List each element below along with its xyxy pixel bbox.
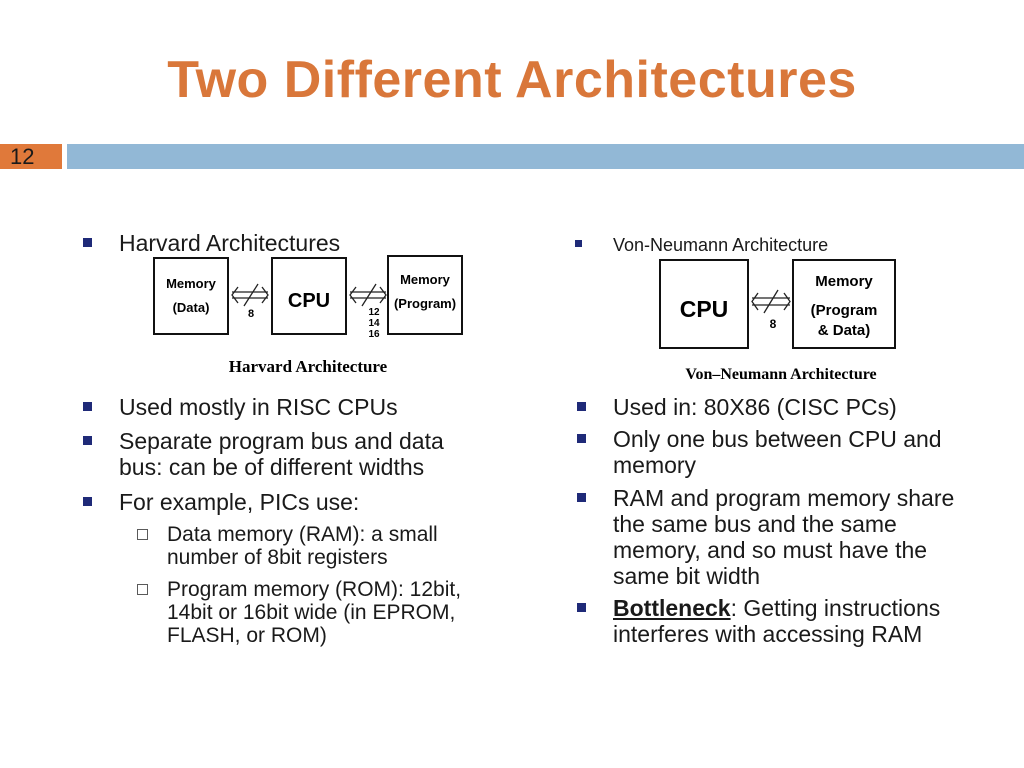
- harvard-diagram: Memory (Data) 8 CPU 12 14 16 Memory (Pro…: [153, 255, 463, 376]
- program-bus-width-12: 12: [368, 307, 380, 318]
- vn-bullet-bottleneck: Bottleneck: Getting instructions interfe…: [577, 595, 941, 647]
- bullet-square-icon: [83, 238, 92, 247]
- bullet-text: memory: [613, 452, 697, 478]
- bullet-square-icon: [577, 493, 586, 502]
- bullet-text: Separate program bus and data: [119, 428, 444, 454]
- von-neumann-diagram: CPU 8 Memory (Program & Data) Von–Neuman…: [659, 259, 896, 383]
- slide-number: 12: [0, 144, 62, 169]
- vn-bus-width: 8: [770, 317, 777, 331]
- bullet-square-icon: [577, 603, 586, 612]
- vn-bullet-used-in: Used in: 80X86 (CISC PCs): [577, 394, 897, 420]
- harvard-bullet-pics: For example, PICs use:: [83, 489, 360, 515]
- vn-memory-label: Memory: [815, 273, 873, 290]
- harvard-bullet-separate-bus: Separate program bus and data bus: can b…: [83, 428, 444, 480]
- vn-bullet-one-bus: Only one bus between CPU and memory: [577, 426, 942, 478]
- sub-bullet-text: Program memory (ROM): 12bit,: [167, 578, 462, 601]
- bullet-text: interferes with accessing RAM: [613, 621, 923, 647]
- hollow-square-icon: [137, 584, 148, 595]
- bullet-text: : Getting instructions: [730, 595, 941, 621]
- harvard-cpu-label: CPU: [288, 290, 330, 312]
- slide-title: Two Different Architectures: [167, 51, 857, 109]
- bullet-square-icon: [83, 402, 92, 411]
- memory-data-box: [153, 257, 229, 335]
- data-bus-arrow: [231, 283, 269, 307]
- harvard-heading-text: Harvard Architectures: [119, 230, 341, 256]
- von-neumann-heading-text: Von-Neumann Architecture: [613, 235, 829, 255]
- program-bus-width-14: 14: [368, 318, 380, 329]
- sub-bullet-text: Data memory (RAM): a small: [167, 523, 438, 546]
- sub-bullet-text: FLASH, or ROM): [167, 624, 327, 647]
- hollow-square-icon: [137, 529, 148, 540]
- bullet-text: the same bus and the same: [613, 511, 897, 537]
- memory-data-label: Memory: [166, 276, 217, 291]
- bottleneck-term: Bottleneck: [613, 595, 731, 621]
- harvard-caption: Harvard Architecture: [229, 357, 388, 376]
- bullet-square-icon: [577, 402, 586, 411]
- harvard-bullet-risc: Used mostly in RISC CPUs: [83, 394, 398, 420]
- bullet-text: Only one bus between CPU and: [613, 426, 942, 452]
- bullet-text: For example, PICs use:: [119, 489, 360, 515]
- program-bus-width-16: 16: [368, 329, 380, 340]
- sub-bullet-data-memory: Data memory (RAM): a small number of 8bi…: [137, 523, 438, 569]
- sub-bullet-text: 14bit or 16bit wide (in EPROM,: [167, 601, 456, 624]
- data-bus-width: 8: [248, 308, 254, 320]
- memory-program-box: [387, 255, 463, 335]
- vn-bullet-shared-memory: RAM and program memory share the same bu…: [577, 485, 955, 589]
- bullet-square-icon: [575, 240, 582, 247]
- sub-bullet-text: number of 8bit registers: [167, 546, 388, 569]
- harvard-heading: Harvard Architectures: [83, 230, 341, 256]
- memory-program-label: Memory: [400, 272, 451, 287]
- bullet-text: bus: can be of different widths: [119, 454, 425, 480]
- bullet-text: same bit width: [613, 563, 761, 589]
- bullet-square-icon: [83, 497, 92, 506]
- vn-memory-sublabel-2: & Data): [818, 322, 871, 339]
- memory-program-sublabel: (Program): [394, 296, 456, 311]
- von-neumann-caption: Von–Neumann Architecture: [685, 366, 876, 383]
- bullet-square-icon: [577, 434, 586, 443]
- vn-cpu-box: [659, 259, 749, 349]
- vn-bus-arrow: [751, 289, 791, 314]
- program-bus-arrow: [349, 283, 387, 307]
- vn-cpu-label: CPU: [680, 296, 729, 322]
- header-bar: [67, 144, 1024, 169]
- sub-bullet-program-memory: Program memory (ROM): 12bit, 14bit or 16…: [137, 578, 462, 647]
- von-neumann-heading: Von-Neumann Architecture: [575, 232, 829, 258]
- bullet-text: Used mostly in RISC CPUs: [119, 394, 398, 420]
- bullet-text: memory, and so must have the: [613, 537, 928, 563]
- bullet-text: RAM and program memory share: [613, 485, 955, 511]
- harvard-cpu-box: [271, 257, 347, 335]
- bullet-square-icon: [83, 436, 92, 445]
- vn-memory-box: [792, 259, 896, 349]
- vn-memory-sublabel-1: (Program: [811, 302, 878, 319]
- bullet-text: Used in: 80X86 (CISC PCs): [613, 394, 897, 420]
- memory-data-sublabel: (Data): [173, 300, 210, 315]
